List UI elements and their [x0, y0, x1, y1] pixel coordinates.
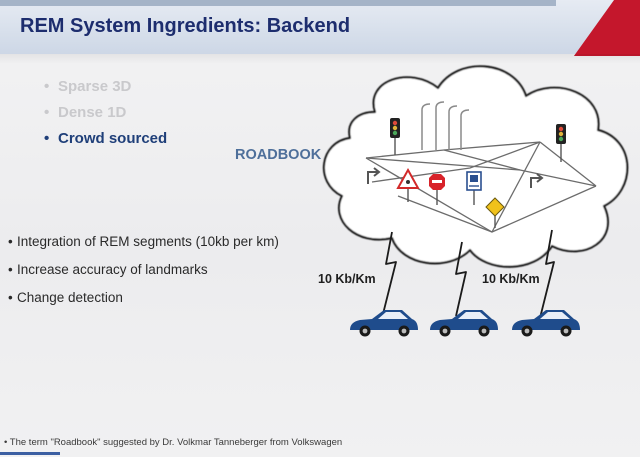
footer-accent-line: [0, 452, 60, 455]
backend-bullets: •Integration of REM segments (10kb per k…: [8, 232, 279, 316]
list-item: •Change detection: [8, 288, 279, 316]
bullet: •: [4, 437, 7, 448]
bullet: •: [8, 260, 17, 280]
car-icon: [430, 310, 498, 337]
footnote: • The term "Roadbook" suggested by Dr. V…: [4, 437, 342, 448]
bullet: •: [8, 232, 17, 252]
roadbook-label: ROADBOOK: [235, 147, 321, 163]
bullet-text: Integration of REM segments (10kb per km…: [17, 234, 279, 249]
bullet-text: Change detection: [17, 290, 123, 305]
list-item: •Increase accuracy of landmarks: [8, 260, 279, 288]
car-icon: [350, 310, 418, 337]
car-icon: [512, 310, 580, 337]
bullet-text: Increase accuracy of landmarks: [17, 262, 208, 277]
speed-label: 10 Kb/Km: [318, 272, 376, 286]
footnote-text: The term "Roadbook" suggested by Dr. Vol…: [10, 437, 342, 448]
bullet: •: [8, 288, 17, 308]
speed-label: 10 Kb/Km: [482, 272, 540, 286]
list-item: •Integration of REM segments (10kb per k…: [8, 232, 279, 260]
